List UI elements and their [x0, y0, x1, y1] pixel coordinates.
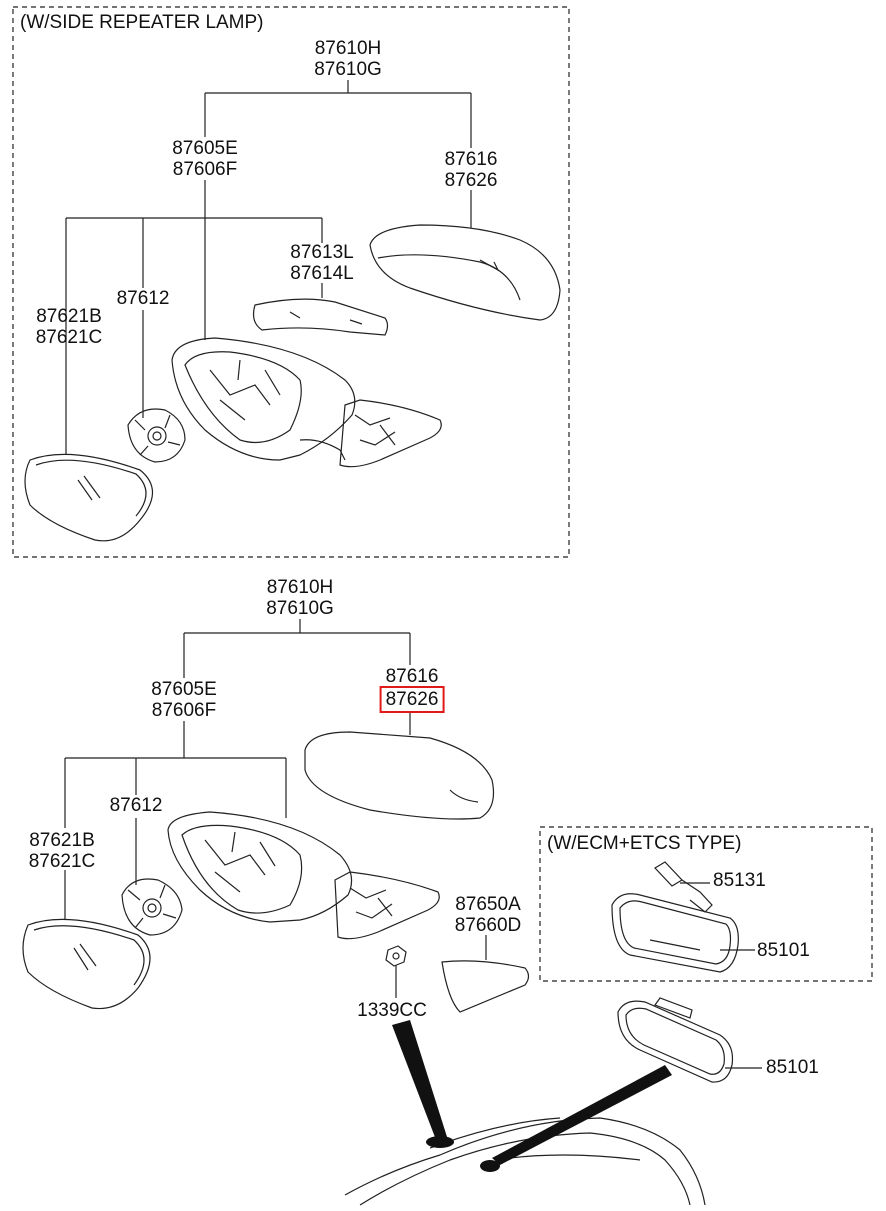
top-actuator — [127, 408, 186, 463]
inside-mirror-label[interactable]: 85101 — [766, 1057, 819, 1078]
ecm-etcs-box — [539, 826, 873, 982]
trim-label[interactable]: 87650A 87660D — [454, 894, 522, 936]
inside-mirror-location-mark — [480, 1160, 500, 1172]
ecm-etcs-box-title: (W/ECM+ETCS TYPE) — [547, 833, 742, 854]
actuator-label[interactable]: 87612 — [109, 795, 163, 816]
housing-label[interactable]: 87605E 87606F — [151, 679, 217, 721]
mirror-glass — [22, 918, 151, 1010]
inside-rear-view-mirror — [617, 997, 734, 1083]
top-assy-leader — [204, 80, 472, 148]
ecm-mirror-label[interactable]: 85101 — [757, 940, 810, 961]
housing-leader — [64, 721, 287, 920]
highlighted-part-number[interactable]: 87626 — [379, 686, 445, 713]
scalp-cover — [304, 731, 495, 820]
glass-label[interactable]: 87621B 87621C — [28, 830, 96, 872]
top-assy-label[interactable]: 87610H 87610G — [314, 38, 382, 80]
top-housing-label[interactable]: 87605E 87606F — [172, 138, 238, 180]
housing — [167, 811, 353, 923]
inside-mirror-pointer — [492, 1065, 672, 1165]
top-repeater-lamp — [252, 298, 389, 336]
nut-label[interactable]: 1339CC — [357, 1000, 427, 1021]
trim-cover — [441, 960, 530, 1013]
top-housing — [171, 337, 356, 461]
top-mirror-glass — [24, 453, 153, 542]
cover-label[interactable]: 87616 87626 — [379, 666, 445, 713]
top-mount-bracket — [339, 399, 442, 468]
top-cover-label[interactable]: 87616 87626 — [444, 149, 498, 191]
assy-leader — [183, 619, 411, 678]
ecm-sensor — [654, 861, 713, 913]
car-body-outline — [344, 1117, 706, 1206]
side-repeater-box-title: (W/SIDE REPEATER LAMP) — [20, 12, 264, 33]
side-mirror-location-mark — [426, 1136, 454, 1148]
side-repeater-box — [12, 6, 570, 558]
assy-label[interactable]: 87610H 87610G — [266, 577, 334, 619]
ecm-sensor-label[interactable]: 85131 — [713, 870, 766, 891]
actuator — [121, 878, 183, 936]
top-glass-label[interactable]: 87621B 87621C — [35, 306, 103, 348]
top-housing-leader — [65, 180, 323, 454]
ecm-rear-view-mirror — [611, 893, 739, 973]
side-mirror-pointer — [392, 1020, 448, 1145]
top-scalp-cover — [369, 224, 561, 321]
top-actuator-label[interactable]: 87612 — [116, 288, 170, 309]
nut-1339cc — [385, 945, 407, 967]
top-lamp-label[interactable]: 87613L 87614L — [290, 242, 354, 284]
mount-bracket — [334, 871, 440, 940]
